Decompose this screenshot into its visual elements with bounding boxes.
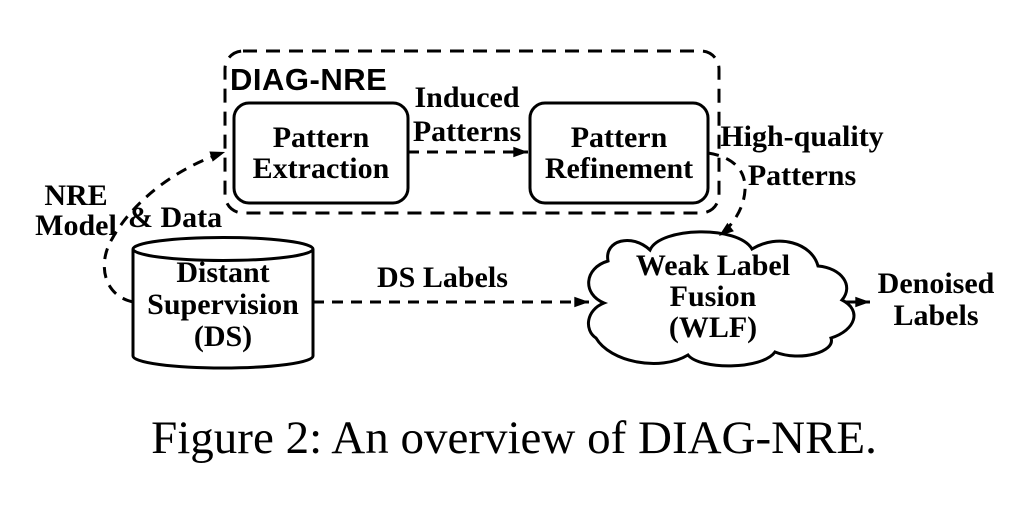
high-quality-patterns-line1: High-quality — [720, 120, 884, 153]
weak-label-fusion-line1: Weak Label — [635, 249, 791, 282]
distant-supervision-line2: Supervision — [147, 288, 299, 321]
nre-model-line2: Model — [35, 209, 117, 242]
denoised-labels-line1: Denoised — [877, 267, 995, 300]
nre-model-line1: NRE — [44, 179, 108, 212]
denoised-labels-label: Denoised Labels — [874, 268, 998, 332]
pattern-extraction-line1: Pattern — [272, 121, 370, 154]
weak-label-fusion-line2: Fusion — [669, 280, 757, 313]
ds-cylinder-top — [131, 236, 315, 262]
induced-patterns-label: Induced Patterns — [397, 81, 537, 149]
distant-supervision-line3: (DS) — [193, 320, 253, 353]
wlf-cloud — [587, 230, 856, 368]
ds-cylinder-body — [131, 249, 315, 370]
pattern-refinement-node: Pattern Refinement — [530, 103, 708, 203]
nre-model-data-arrow — [102, 150, 226, 304]
ds-labels-label: DS Labels — [377, 261, 508, 294]
distant-supervision-node: Distant Supervision (DS) — [133, 257, 313, 353]
distant-supervision-line1: Distant — [176, 256, 270, 289]
and-data-label: & Data — [128, 201, 223, 234]
high-quality-patterns-arrow — [707, 151, 747, 238]
pattern-refinement-line2: Refinement — [544, 152, 694, 185]
weak-label-fusion-line3: (WLF) — [668, 311, 758, 344]
figure-caption: Figure 2: An overview of DIAG-NRE. — [151, 412, 877, 464]
high-quality-patterns-line2: Patterns — [747, 159, 857, 192]
pattern-extraction-line2: Extraction — [252, 152, 390, 185]
induced-patterns-line1: Induced — [414, 81, 520, 114]
pattern-extraction-node: Pattern Extraction — [234, 103, 408, 203]
high-quality-patterns-label: High-quality Patterns — [712, 117, 892, 195]
diagram-title: DIAG-NRE — [230, 62, 388, 97]
nre-model-label: NRE Model — [26, 181, 126, 241]
pattern-refinement-line1: Pattern — [570, 121, 668, 154]
induced-patterns-line2: Patterns — [412, 115, 522, 148]
weak-label-fusion-node: Weak Label Fusion (WLF) — [592, 250, 834, 343]
denoised-labels-line2: Labels — [893, 299, 979, 332]
